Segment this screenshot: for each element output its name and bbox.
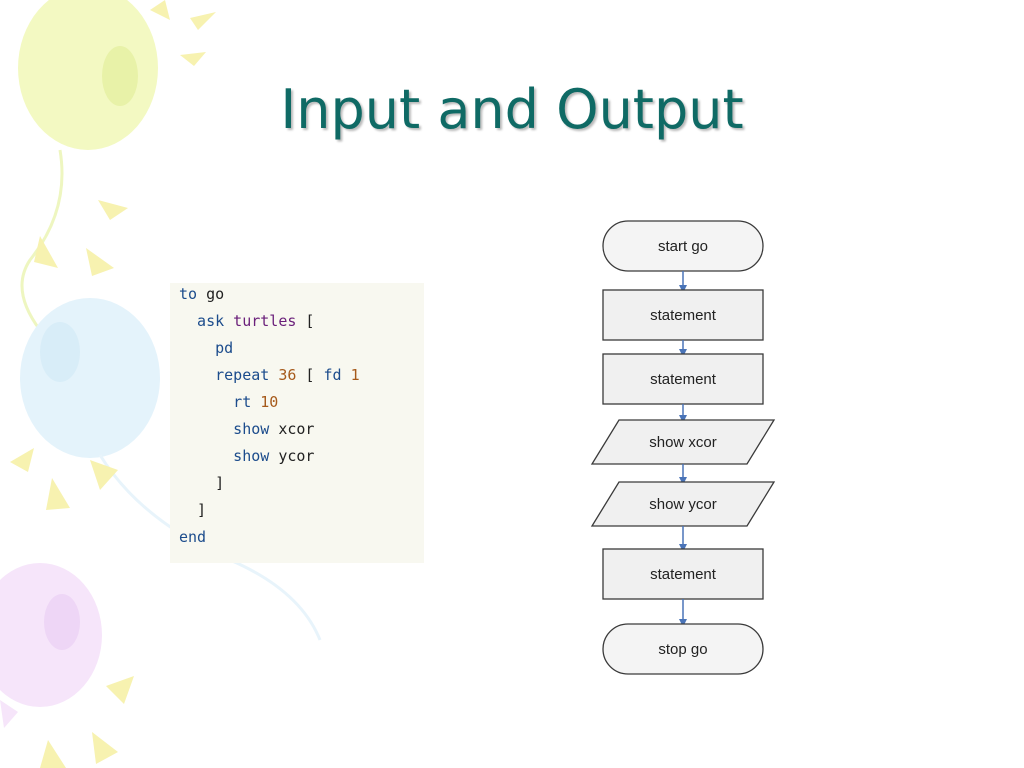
code-token: show <box>179 447 270 465</box>
flowchart: start go statement statement show xcor show … <box>590 220 776 675</box>
code-token: fd <box>323 366 342 384</box>
code-line: repeat 36 [ fd 1 <box>179 364 360 386</box>
flow-node-shape <box>602 353 764 405</box>
flow-node-shape <box>602 548 764 600</box>
code-line: to go <box>179 283 224 305</box>
code-token: 10 <box>251 393 279 411</box>
flow-node-label: show ycor <box>649 496 717 513</box>
code-token: ] <box>179 474 225 492</box>
code-token: 36 <box>269 366 297 384</box>
code-token: ] <box>179 501 207 519</box>
flow-node-process: statement <box>602 353 764 405</box>
code-line: rt 10 <box>179 391 278 413</box>
code-token: rt <box>179 393 252 411</box>
flow-node-shape <box>590 481 776 527</box>
flow-node-label: start go <box>658 238 708 255</box>
flow-node-label: stop go <box>658 641 707 658</box>
code-line: ] <box>179 472 224 494</box>
code-line: show xcor <box>179 418 314 440</box>
code-token: xcor <box>269 420 315 438</box>
code-token: [ <box>296 366 324 384</box>
code-listing: to go ask turtles [ pd repeat 36 [ fd 1 … <box>170 283 424 563</box>
code-token: turtles <box>224 312 297 330</box>
flow-node-io: show xcor <box>590 419 776 465</box>
flow-node-shape <box>602 623 764 675</box>
code-line: ask turtles [ <box>179 310 314 332</box>
flow-node-io: show ycor <box>590 481 776 527</box>
code-token: show <box>179 420 270 438</box>
code-token: repeat <box>179 366 270 384</box>
flow-node-shape <box>590 419 776 465</box>
code-token: go <box>197 285 225 303</box>
flow-node-label: statement <box>650 371 717 388</box>
code-token: 1 <box>341 366 360 384</box>
flow-node-label: statement <box>650 307 717 324</box>
flow-node-terminal: start go <box>602 220 764 272</box>
flow-node-label: statement <box>650 566 717 583</box>
code-token: [ <box>296 312 315 330</box>
code-token: ask <box>179 312 225 330</box>
code-token: pd <box>179 339 234 357</box>
code-token: end <box>179 528 207 546</box>
code-token: ycor <box>269 447 315 465</box>
flow-node-terminal: stop go <box>602 623 764 675</box>
flow-node-shape <box>602 289 764 341</box>
flow-node-process: statement <box>602 548 764 600</box>
flow-node-label: show xcor <box>649 434 717 451</box>
flow-node-process: statement <box>602 289 764 341</box>
slide-title: Input and Output <box>280 78 744 141</box>
code-line: pd <box>179 337 233 359</box>
code-token: to <box>179 285 198 303</box>
code-line: ] <box>179 499 206 521</box>
code-line: end <box>179 526 206 548</box>
code-line: show ycor <box>179 445 314 467</box>
